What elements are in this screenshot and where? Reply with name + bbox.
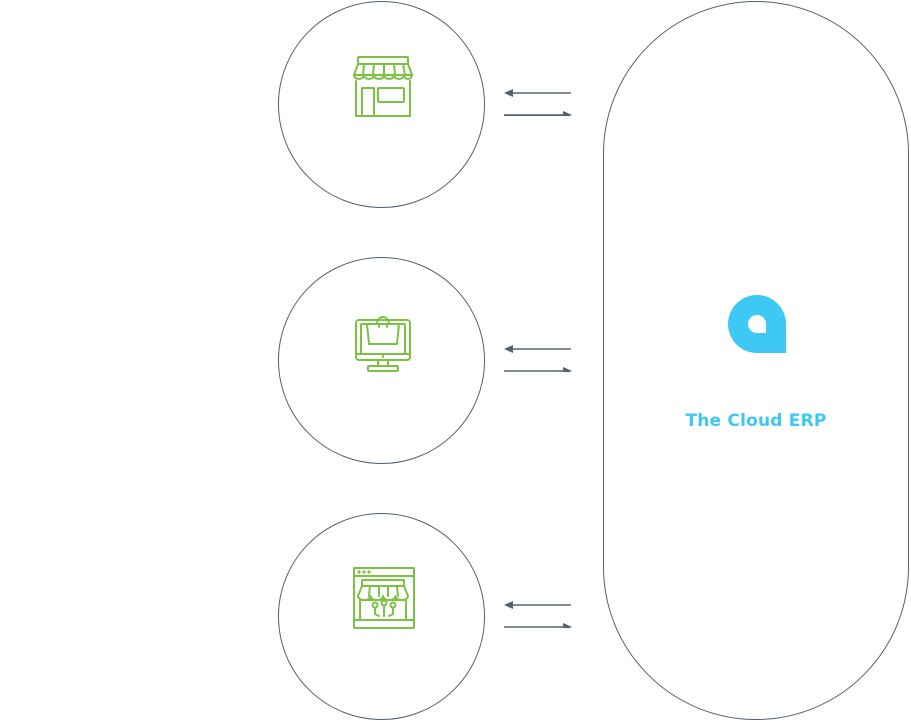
sync-arrow-to-erp-market bbox=[504, 623, 572, 628]
sync-arrows-online bbox=[504, 345, 571, 353]
marketplace-channel-node bbox=[278, 513, 485, 720]
sync-arrows-store bbox=[504, 89, 571, 116]
storefront-icon bbox=[353, 56, 413, 117]
computer-shopping-bag-icon bbox=[355, 316, 411, 372]
web-marketplace-icon bbox=[353, 567, 415, 629]
store-channel-node bbox=[278, 1, 485, 208]
sync-arrow-to-erp-online bbox=[504, 367, 572, 372]
cloud-erp-logo-icon bbox=[727, 295, 786, 353]
online-channel-node bbox=[278, 257, 485, 464]
sync-arrow-to-erp-store bbox=[504, 111, 572, 116]
cloud-erp-node: The Cloud ERP bbox=[603, 1, 909, 720]
erp-label: The Cloud ERP bbox=[685, 411, 827, 431]
sync-arrows-market bbox=[504, 601, 571, 609]
